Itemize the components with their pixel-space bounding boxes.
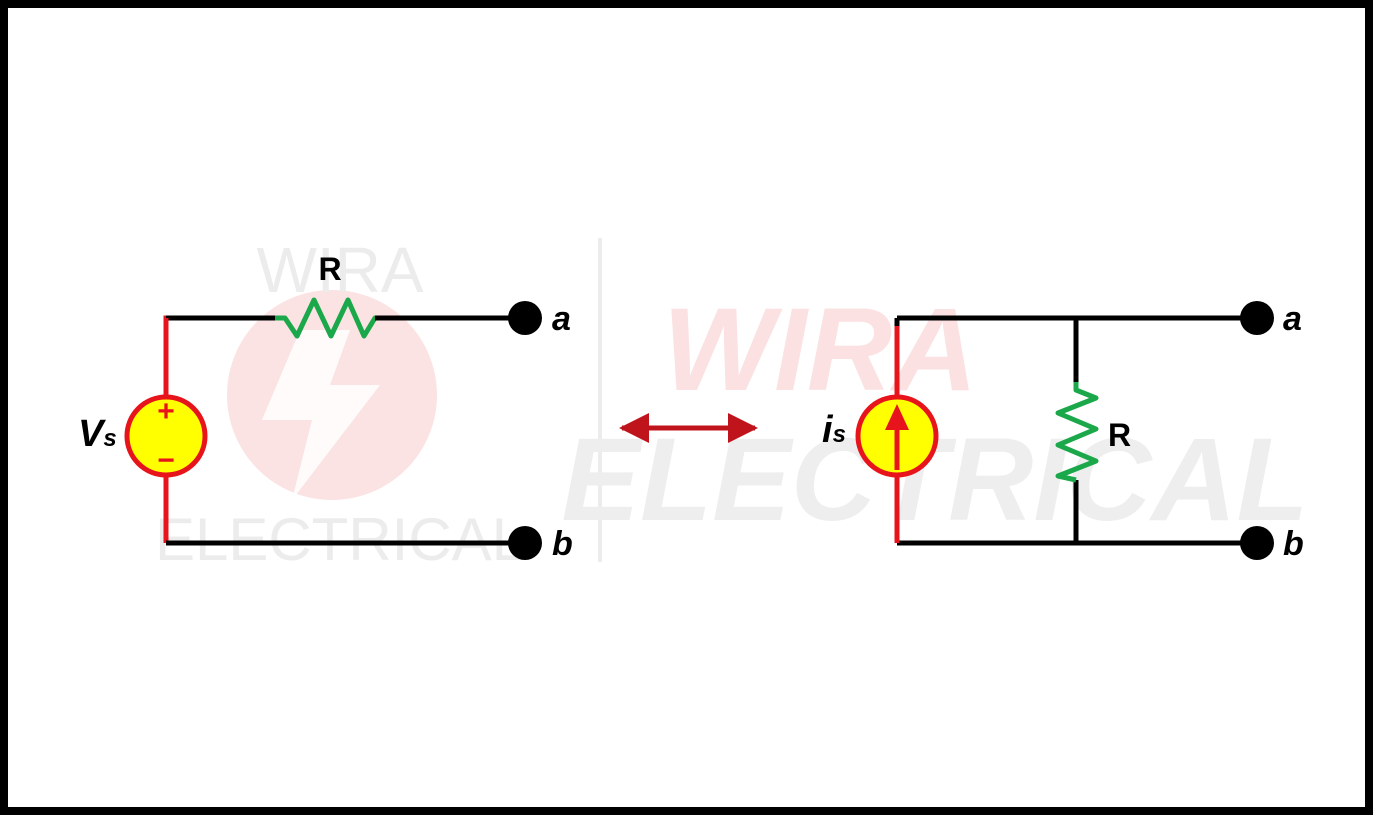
voltage-source-plus: +: [157, 395, 175, 428]
voltage-source-minus: −: [157, 444, 175, 477]
left-resistor-label: R: [318, 251, 341, 287]
left-terminal-b-label: b: [552, 525, 573, 563]
right-circuit: is R a b: [822, 300, 1304, 563]
current-source-symbol: i: [822, 409, 834, 451]
watermark-left: WIRA ELECTRICAL: [155, 234, 525, 573]
voltage-source-label: Vs: [78, 413, 117, 455]
right-terminal-b-label: b: [1283, 525, 1304, 563]
watermark-small-bottom: ELECTRICAL: [155, 506, 525, 573]
left-circuit: + − Vs R a b: [78, 251, 573, 563]
left-terminal-a-label: a: [552, 300, 571, 338]
right-terminal-a-label: a: [1283, 300, 1302, 338]
watermark-bolt-icon: [262, 330, 380, 500]
current-source-label: is: [822, 409, 846, 451]
right-resistor-label: R: [1108, 417, 1131, 453]
right-terminal-a: [1240, 301, 1274, 335]
watermark-right: WIRA ELECTRICAL: [561, 238, 1309, 562]
left-resistor: [275, 297, 525, 339]
watermark-small-top: WIRA: [256, 234, 423, 306]
watermark-large-top: WIRA: [663, 284, 978, 416]
voltage-source-icon: [124, 394, 208, 478]
voltage-source-symbol: V: [78, 413, 106, 455]
right-resistor: [1055, 382, 1099, 483]
right-terminal-b: [1240, 526, 1274, 560]
left-terminal-a: [508, 301, 542, 335]
left-terminal-b: [508, 526, 542, 560]
current-arrow-head-icon: [885, 404, 909, 430]
voltage-source-subscript: s: [103, 425, 116, 452]
current-source-subscript: s: [833, 421, 846, 448]
